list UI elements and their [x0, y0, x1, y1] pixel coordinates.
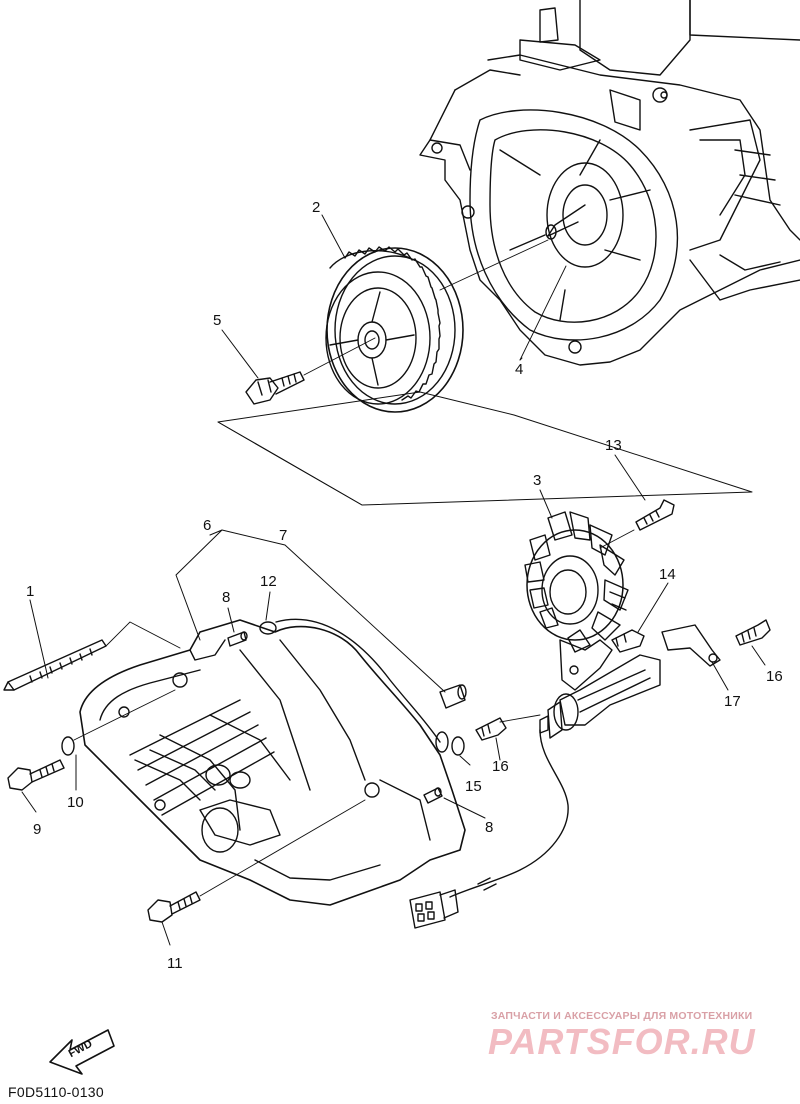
callout-14: 14 — [659, 566, 676, 583]
bolt-13 — [599, 499, 675, 549]
pickup-assembly — [409, 619, 771, 929]
callout-3: 3 — [533, 472, 542, 489]
guide-line-crank — [439, 239, 549, 291]
tie-strap — [3, 621, 181, 691]
callout-8-top: 8 — [222, 589, 231, 606]
o-ring-gasket — [259, 618, 449, 753]
flywheel — [325, 246, 464, 413]
dowel-pin-8-bottom — [423, 787, 443, 804]
callout-13: 13 — [605, 437, 622, 454]
washer-15 — [451, 736, 465, 756]
spacer — [439, 684, 467, 709]
callout-5: 5 — [213, 312, 222, 329]
generator-cover — [79, 619, 466, 906]
diagram-code: F0D5110-0130 — [8, 1084, 104, 1100]
callout-12: 12 — [260, 573, 277, 590]
callout-10: 10 — [67, 794, 84, 811]
engine-block — [419, 0, 800, 366]
watermark-logo: PARTSFOR.RU — [488, 1021, 756, 1062]
callout-1: 1 — [26, 583, 35, 600]
guide-line-key — [519, 265, 567, 361]
callout-17: 17 — [724, 693, 741, 710]
callout-2: 2 — [312, 199, 321, 216]
callout-8-bottom: 8 — [485, 819, 494, 836]
bolt-5 — [245, 337, 376, 405]
callout-4: 4 — [515, 361, 524, 378]
callout-16-right: 16 — [766, 668, 783, 685]
callout-6: 6 — [203, 517, 212, 534]
bolt-9 — [7, 689, 176, 791]
bolt-11 — [147, 799, 366, 923]
watermark-tagline: ЗАПЧАСТИ И АКСЕССУАРЫ ДЛЯ МОТОТЕХНИКИ — [491, 1010, 753, 1022]
group-bracket-flywheel — [217, 391, 753, 506]
bolt-16-left — [475, 714, 541, 741]
callout-15: 15 — [465, 778, 482, 795]
callout-16-left: 16 — [492, 758, 509, 775]
callout-7: 7 — [279, 527, 288, 544]
leader-lines — [21, 214, 766, 946]
fwd-arrow-icon — [49, 1029, 115, 1075]
callout-9: 9 — [33, 821, 42, 838]
stator — [524, 511, 629, 691]
dowel-pin-8-top — [227, 631, 248, 647]
callout-11: 11 — [167, 955, 183, 972]
